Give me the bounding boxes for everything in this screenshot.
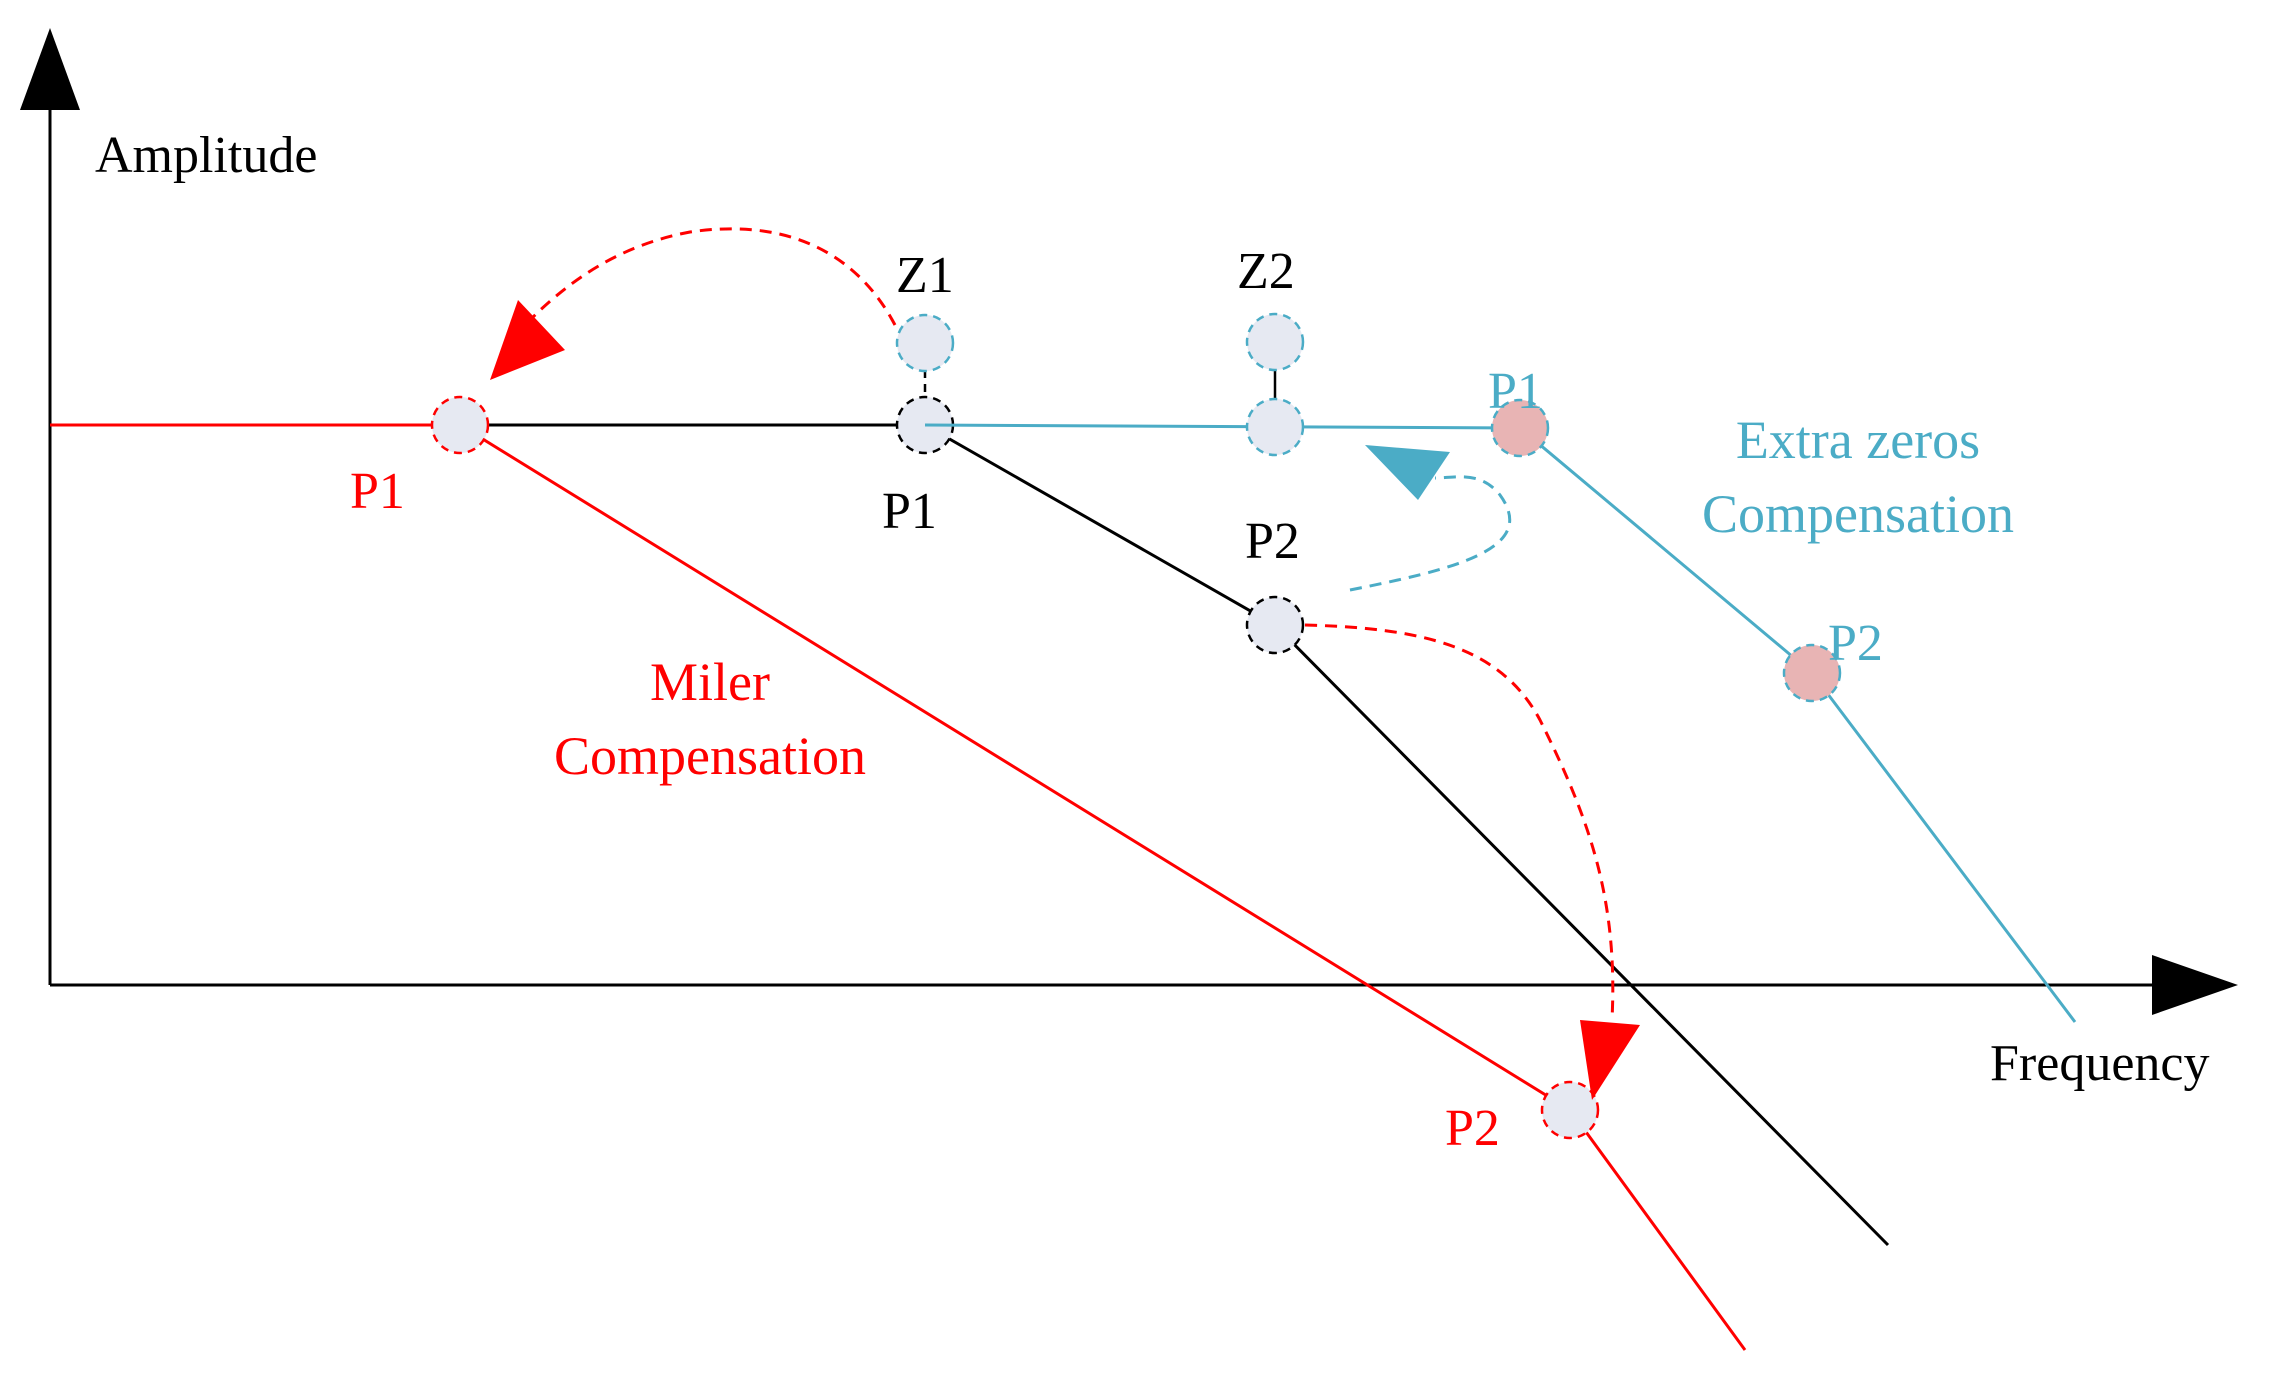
miller-response-curve: [459, 423, 1747, 1351]
miller-title-line1: Miler: [650, 652, 770, 712]
miller-p1-shift-arrowhead: [490, 300, 565, 380]
extra-zeros-title-line2: Compensation: [1702, 484, 2014, 544]
extra-zeros-p1-label: P1: [1488, 363, 1543, 420]
original-p1-label: P1: [882, 483, 937, 540]
original-p2-marker: [1245, 595, 1305, 655]
extra-zeros-shift-arrow-path: [1349, 475, 1512, 592]
miller-response: P1 P2 Miler Compensation: [50, 227, 1747, 1351]
miller-p1-shift-arrow-path: [528, 227, 897, 326]
extra-zeros-response-curve: [924, 423, 2077, 1023]
x-axis-label: Frequency: [1990, 1035, 2209, 1092]
x-axis-arrowhead: [2152, 955, 2238, 1015]
original-response-curve: [460, 423, 1890, 1247]
original-response: P1 P2 Z1 Z2: [460, 243, 1890, 1247]
extra-zeros-p2-label: P2: [1828, 615, 1883, 672]
miller-title-line2: Compensation: [554, 726, 866, 786]
axes: Amplitude Frequency: [20, 28, 2238, 1092]
y-axis-label: Amplitude: [95, 127, 317, 184]
miller-p2-shift-arrowhead: [1580, 1020, 1640, 1100]
miller-p1-marker: [430, 395, 490, 455]
extra-zeros-title-line1: Extra zeros: [1736, 410, 1980, 470]
extra-zeros-shift-arrowhead: [1365, 445, 1450, 500]
z2-lower-marker: [1245, 397, 1305, 457]
z1-marker: [895, 313, 955, 373]
extra-zeros-response: P1 P2 Extra zeros Compensation: [895, 312, 2077, 1023]
miller-p2-shift-arrow-path: [1304, 623, 1615, 1021]
extra-zeros-p2-marker: [1782, 643, 1842, 703]
miller-p2-label: P2: [1445, 1100, 1500, 1157]
z1-label: Z1: [896, 247, 954, 304]
miller-p1-label: P1: [350, 463, 405, 520]
z2-label: Z2: [1237, 243, 1295, 300]
extra-zeros-p1-marker: [1490, 398, 1550, 458]
miller-p2-marker: [1540, 1080, 1600, 1140]
original-p2-label: P2: [1245, 513, 1300, 570]
z2-marker: [1245, 312, 1305, 372]
y-axis-arrowhead: [20, 28, 80, 110]
